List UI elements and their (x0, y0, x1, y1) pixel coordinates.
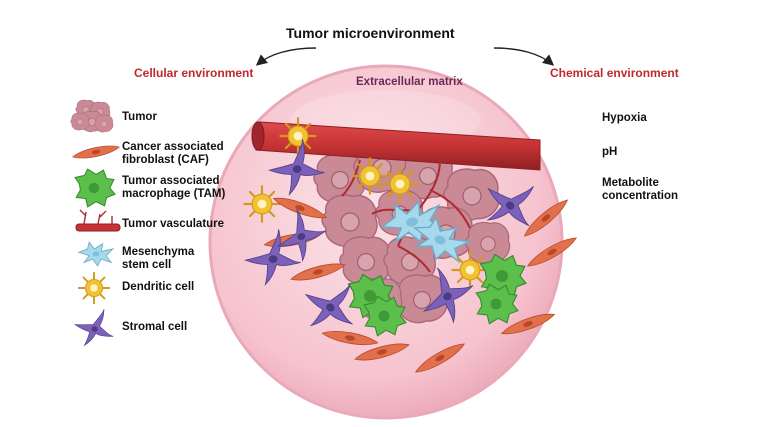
legend-tam: Tumor associated macrophage (TAM) (122, 175, 226, 200)
tam-icon (74, 168, 116, 208)
legend-vasculature: Tumor vasculature (122, 218, 225, 230)
chem-hypoxia: Hypoxia (602, 112, 647, 124)
arrow-right (493, 47, 555, 66)
legend-tumor: Tumor (122, 111, 157, 123)
legend-stromal: Stromal cell (122, 321, 188, 333)
cellular-header: Cellular environment (134, 66, 254, 80)
legend-msc: Mesenchyma stem cell (122, 246, 195, 271)
caf-icon (71, 142, 121, 162)
figure-title: Tumor microenvironment (286, 25, 455, 41)
legend-caf: Cancer associated fibroblast (CAF) (122, 141, 224, 166)
chem-ph: pH (602, 146, 618, 158)
arrow-left (255, 47, 317, 66)
msc-icon (78, 241, 114, 267)
chem-metabolite: Metabolite concentration (602, 177, 679, 202)
vasculature-icon (75, 209, 121, 232)
chemical-header: Chemical environment (550, 66, 679, 80)
dendritic-icon (77, 271, 111, 305)
stromal-icon (70, 302, 120, 353)
tumor-icon (70, 99, 114, 133)
matrix-label: Extracellular matrix (356, 76, 463, 88)
legend-dendritic: Dendritic cell (122, 281, 195, 293)
